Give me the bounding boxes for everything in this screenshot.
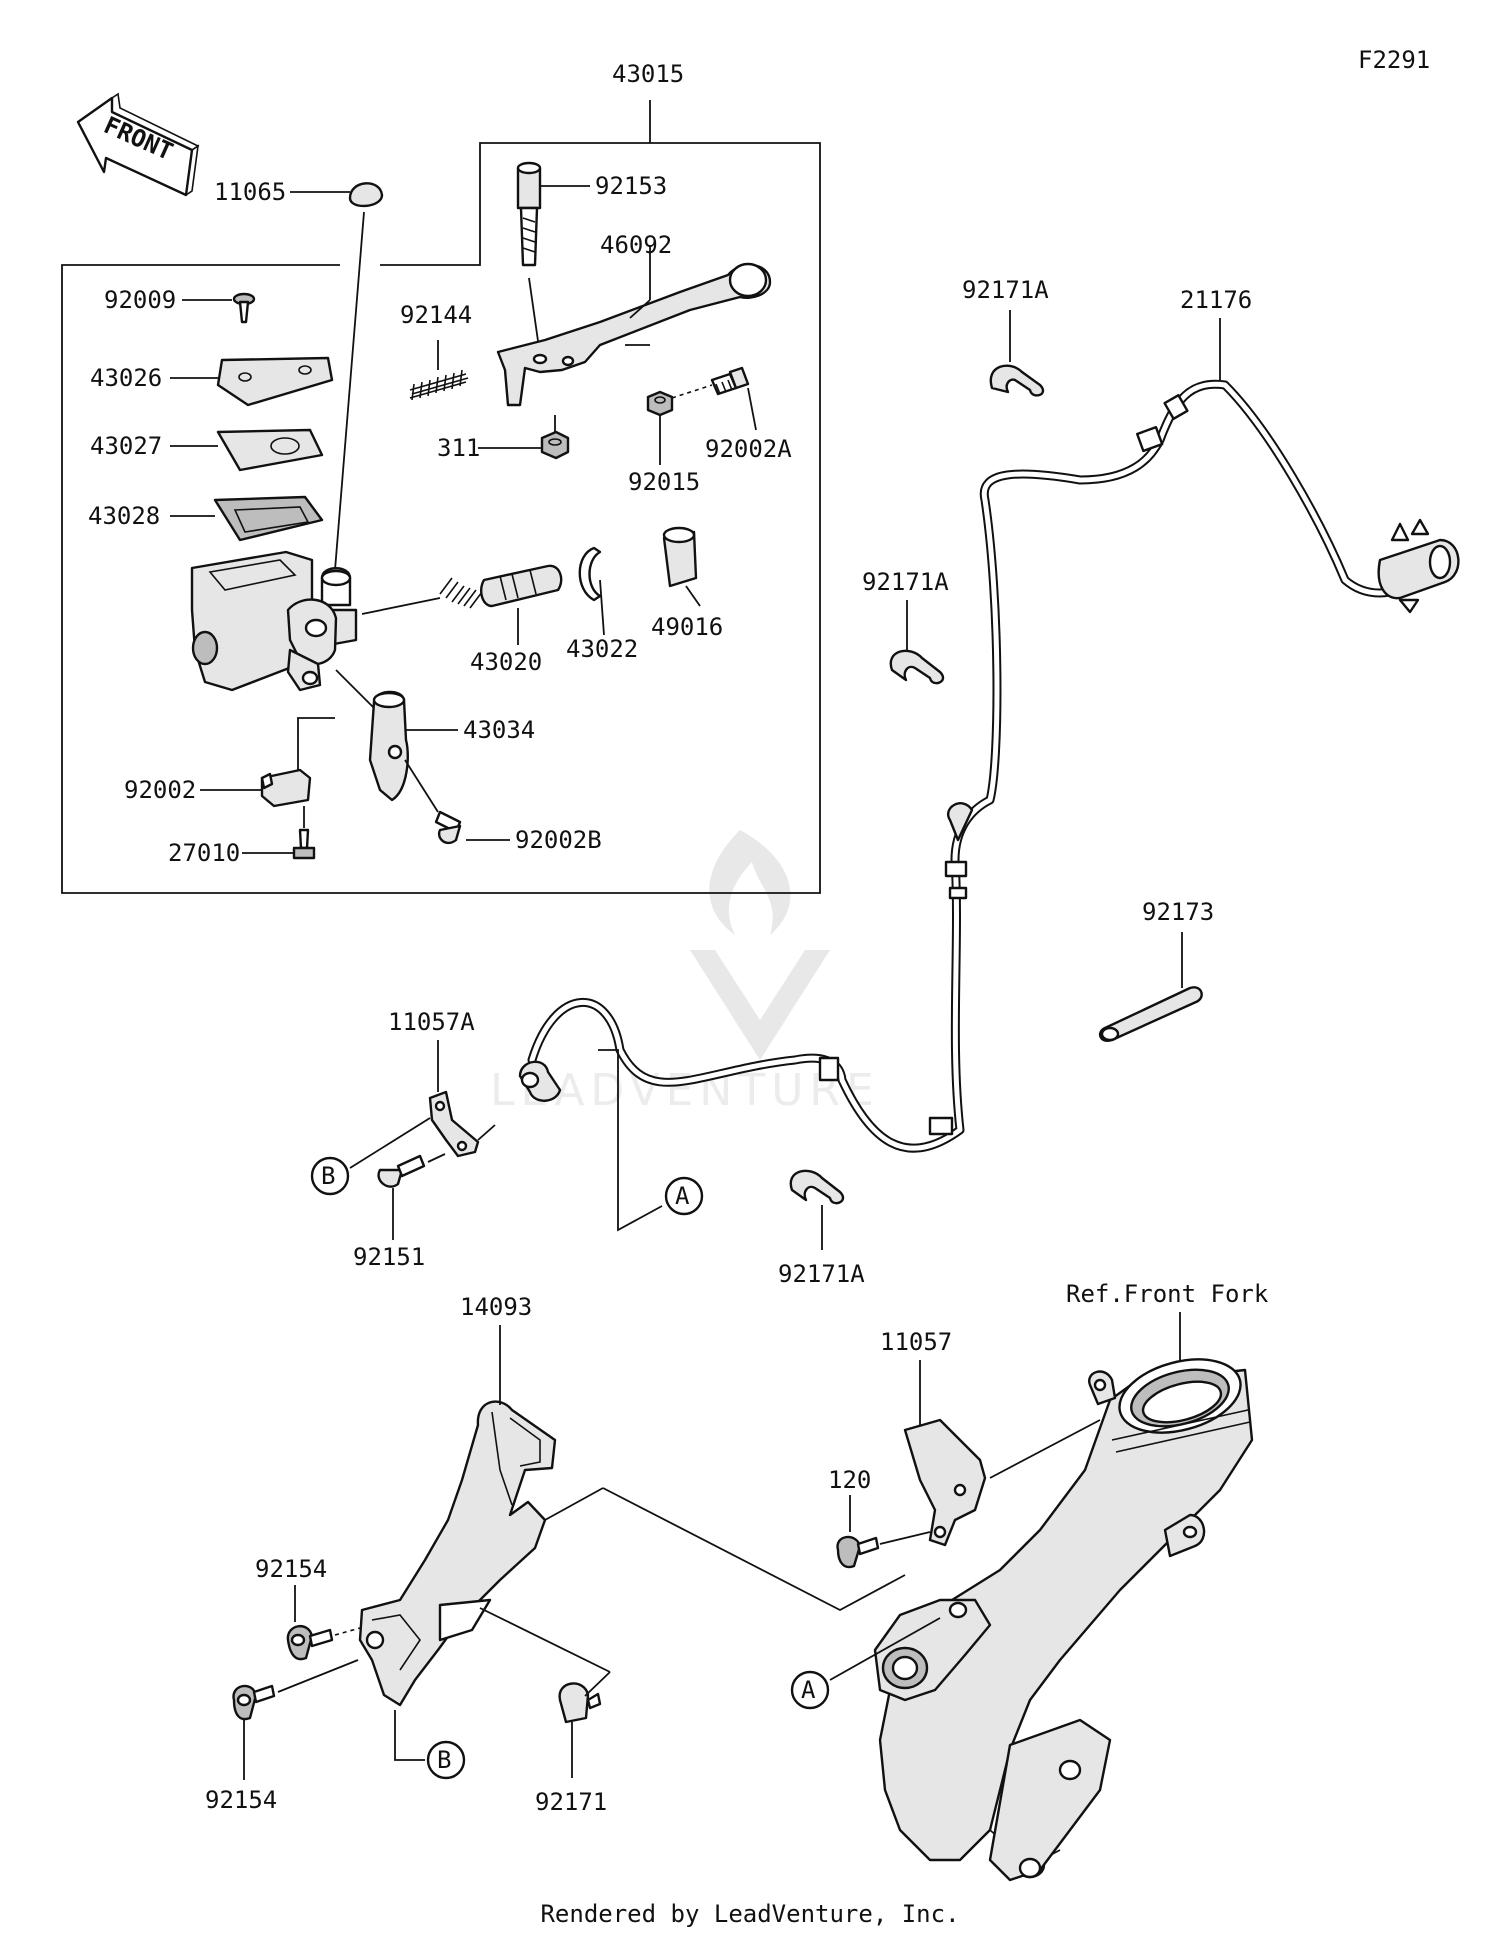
label-11057A: 11057A bbox=[388, 1008, 475, 1036]
part-92153-bolt: 92153 bbox=[516, 161, 667, 356]
part-11065-cap: 11065 bbox=[214, 178, 384, 571]
label-46092: 46092 bbox=[600, 231, 672, 259]
part-120-bolt: 120 bbox=[828, 1466, 931, 1569]
master-cylinder-assembly-box: 43015 bbox=[61, 60, 821, 894]
ref-front-fork-label: Ref.Front Fork bbox=[1066, 1280, 1269, 1308]
part-92151-bolt: 92151 bbox=[353, 1153, 446, 1271]
label-92002B: 92002B bbox=[515, 826, 602, 854]
front-arrow-icon: FRONT bbox=[76, 92, 200, 197]
label-43027: 43027 bbox=[90, 432, 162, 460]
part-92154-bolt-2: 92154 bbox=[205, 1659, 359, 1814]
part-11057-bracket: 11057 bbox=[880, 1328, 1101, 1547]
callout-a-lower: A bbox=[790, 1617, 941, 1710]
part-92002A-bolt: 92002A bbox=[705, 366, 792, 463]
label-49016: 49016 bbox=[651, 613, 723, 641]
label-43022: 43022 bbox=[566, 635, 638, 663]
label-43028: 43028 bbox=[88, 502, 160, 530]
part-49016-boot: 49016 bbox=[651, 526, 723, 641]
part-92171A-clamp-3: 92171A bbox=[778, 1169, 865, 1288]
footer-credit: Rendered by LeadVenture, Inc. bbox=[540, 1900, 960, 1928]
callout-b-lower: B bbox=[394, 1710, 466, 1780]
label-11065: 11065 bbox=[214, 178, 286, 206]
label-43020: 43020 bbox=[470, 648, 542, 676]
label-43015: 43015 bbox=[612, 60, 684, 88]
label-92171A-2: 92171A bbox=[862, 568, 949, 596]
part-27010-screw: 27010 bbox=[168, 806, 316, 867]
label-120: 120 bbox=[828, 1466, 871, 1494]
part-92171-clip: 92171 bbox=[479, 1607, 611, 1816]
label-92144: 92144 bbox=[400, 301, 472, 329]
part-92015-nut: 92015 bbox=[628, 384, 713, 496]
part-92173-band: 92173 bbox=[1098, 898, 1214, 1042]
label-92151: 92151 bbox=[353, 1243, 425, 1271]
part-14093-guard: 14093 bbox=[358, 1293, 906, 1707]
callout-b-upper-label: B bbox=[321, 1162, 335, 1190]
callout-b-upper: B bbox=[310, 1117, 431, 1196]
label-92015: 92015 bbox=[628, 468, 700, 496]
front-fork-leg: Ref.Front Fork bbox=[873, 1280, 1269, 1882]
label-14093: 14093 bbox=[460, 1293, 532, 1321]
label-27010: 27010 bbox=[168, 839, 240, 867]
part-43020-piston: 43020 bbox=[361, 564, 563, 676]
part-92171A-clamp-2: 92171A bbox=[862, 568, 949, 685]
label-311: 311 bbox=[437, 434, 480, 462]
label-43034: 43034 bbox=[463, 716, 535, 744]
part-43034-clamp: 43034 bbox=[335, 669, 535, 802]
part-92144-spring: 92144 bbox=[400, 301, 472, 401]
label-92171: 92171 bbox=[535, 1788, 607, 1816]
part-46092-lever: 46092 bbox=[496, 231, 772, 407]
part-43028-diaphragm: 43028 bbox=[88, 495, 324, 542]
label-21176: 21176 bbox=[1180, 286, 1252, 314]
callout-a-lower-label: A bbox=[801, 1676, 816, 1704]
label-92002: 92002 bbox=[124, 776, 196, 804]
label-92154-1: 92154 bbox=[255, 1555, 327, 1583]
label-92009: 92009 bbox=[104, 286, 176, 314]
label-92173: 92173 bbox=[1142, 898, 1214, 926]
label-92154-2: 92154 bbox=[205, 1786, 277, 1814]
label-43026: 43026 bbox=[90, 364, 162, 392]
label-92002A: 92002A bbox=[705, 435, 792, 463]
part-92002B-bolt: 92002B bbox=[404, 759, 602, 854]
label-92171A-1: 92171A bbox=[962, 276, 1049, 304]
part-21176-brake-hose: 21176 bbox=[518, 286, 1460, 1153]
callout-a-upper: A bbox=[598, 1049, 704, 1232]
part-92002-switch: 92002 bbox=[124, 717, 335, 808]
part-92171A-clamp-1: 92171A bbox=[962, 276, 1049, 397]
part-92154-bolt-1: 92154 bbox=[255, 1555, 361, 1661]
label-92153: 92153 bbox=[595, 172, 667, 200]
master-cylinder-body bbox=[190, 550, 358, 692]
part-11057A-bracket: 11057A bbox=[388, 1008, 496, 1158]
label-11057: 11057 bbox=[880, 1328, 952, 1356]
part-311-nut: 311 bbox=[437, 415, 570, 462]
part-92009-screw: 92009 bbox=[104, 286, 256, 324]
part-43022-circlip: 43022 bbox=[566, 546, 638, 663]
figure-code: F2291 bbox=[1358, 46, 1430, 74]
callout-b-lower-label: B bbox=[437, 1746, 451, 1774]
label-92171A-3: 92171A bbox=[778, 1260, 865, 1288]
callout-a-upper-label: A bbox=[675, 1182, 690, 1210]
part-43027-plate: 43027 bbox=[90, 428, 324, 472]
part-43026-cover: 43026 bbox=[90, 356, 334, 407]
